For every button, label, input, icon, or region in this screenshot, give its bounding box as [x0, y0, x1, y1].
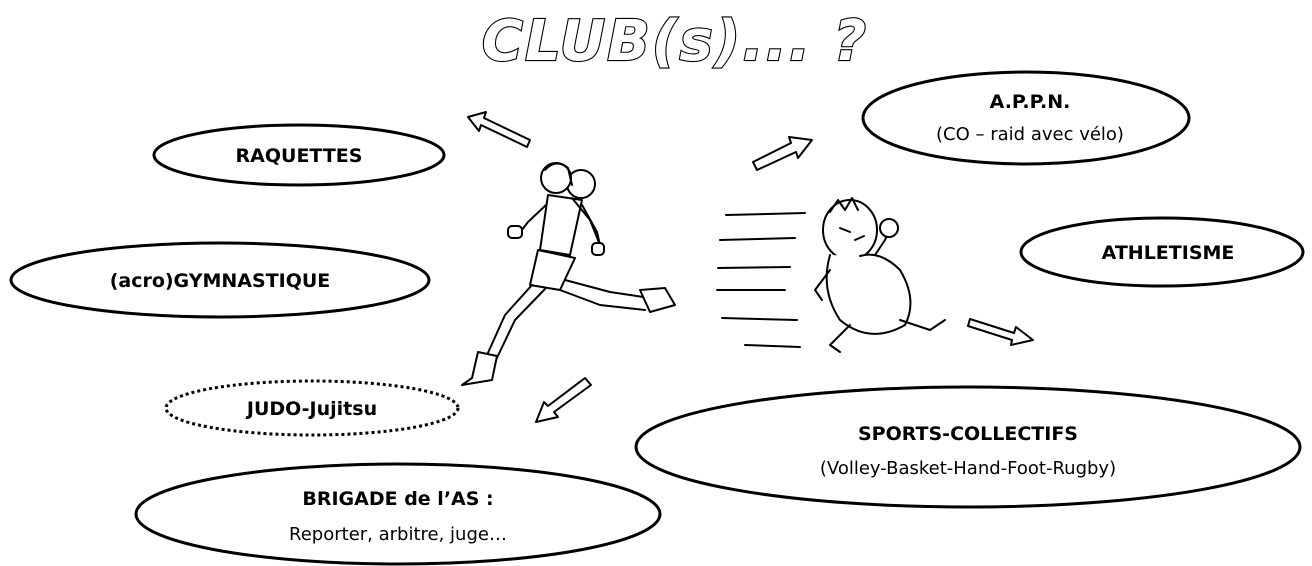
bubble-appn-sub: (CO – raid avec vélo)	[936, 124, 1124, 145]
bubble-appn-label: A.P.P.N.	[990, 91, 1071, 113]
arrow-to-appn-icon	[752, 136, 813, 171]
page-title: CLUB(s)... ?	[482, 9, 868, 74]
bubble-appn: A.P.P.N. (CO – raid avec vélo)	[861, 70, 1191, 166]
runner-girls-icon	[461, 162, 676, 386]
bubble-sports-label: SPORTS-COLLECTIFS	[858, 423, 1078, 445]
bubble-judo-label: JUDO-Jujitsu	[245, 398, 377, 420]
bubble-athletisme: ATHLETISME	[1019, 216, 1305, 288]
bubble-raquettes: RAQUETTES	[152, 123, 446, 187]
bubble-judo: JUDO-Jujitsu	[164, 379, 460, 437]
arrow-to-judo-icon	[535, 377, 592, 423]
arrow-to-raquettes-icon	[467, 111, 531, 148]
bubble-brigade: BRIGADE de l’AS : Reporter, arbitre, jug…	[134, 462, 662, 566]
bubble-gym: (acro)GYMNASTIQUE	[9, 241, 431, 319]
bubble-raquettes-label: RAQUETTES	[236, 145, 363, 167]
arrow-to-athletisme-icon	[967, 318, 1034, 346]
runner-boy-icon	[716, 197, 946, 353]
bubble-sports-sub: (Volley-Basket-Hand-Foot-Rugby)	[820, 458, 1116, 479]
bubble-brigade-sub: Reporter, arbitre, juge…	[289, 524, 507, 545]
bubble-brigade-label: BRIGADE de l’AS :	[302, 488, 493, 510]
bubble-gym-label: (acro)GYMNASTIQUE	[110, 270, 331, 292]
bubble-sports-collectifs: SPORTS-COLLECTIFS (Volley-Basket-Hand-Fo…	[634, 385, 1302, 509]
bubble-athletisme-label: ATHLETISME	[1102, 242, 1235, 264]
